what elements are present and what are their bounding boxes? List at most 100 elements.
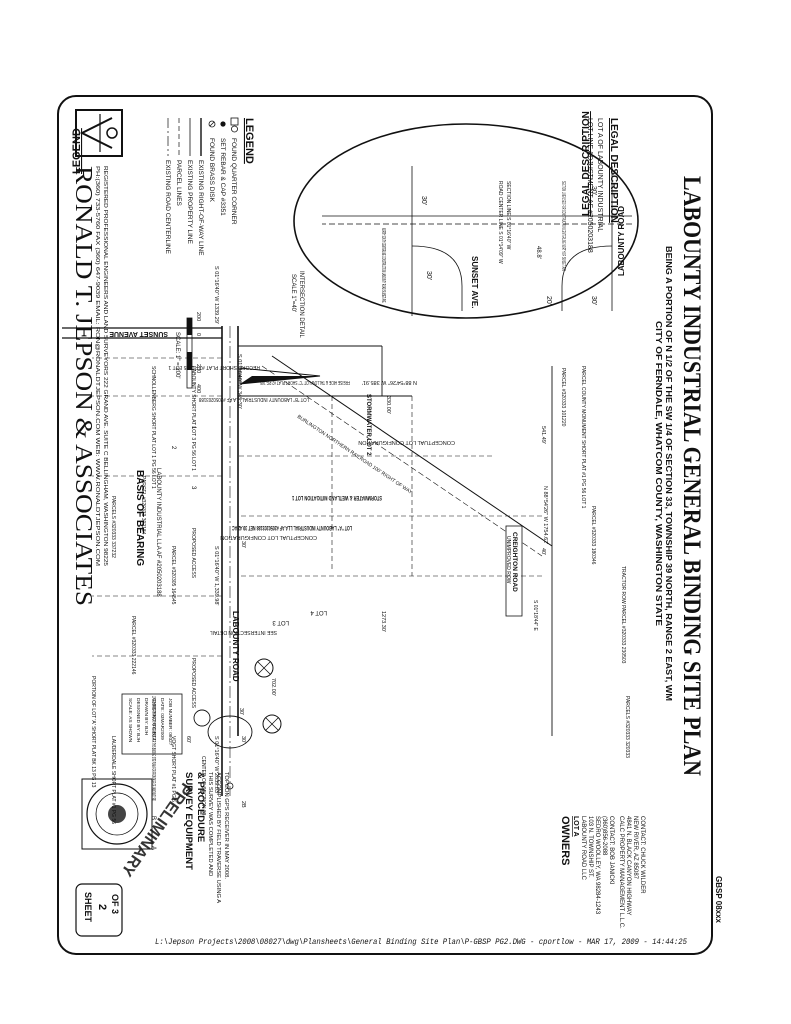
dim-2b: 2B [240,801,246,808]
bearing-lower: S 01°16'40" W 1339.29' [213,266,219,324]
legal-line-1: LOT A OF LABOUNTY INDUSTRIAL [596,118,603,232]
legal-heading: LEGAL DESCRIPTION [581,111,592,216]
sheet-no: 2 [96,904,108,910]
title-block: SCALE: AS SHOWN DESIGNED BY: BJH DRAWN B… [121,693,183,755]
inset-curb [561,245,613,311]
set-intersection: SEE INTERSECTION DETAIL [210,629,277,635]
legend-heading-text: LEGEND [243,118,255,164]
road-word: ROAD [231,658,240,682]
basis-heading: BASIS OF BEARING [134,470,145,566]
title-row-5: JOB NUMBER: 08027 [167,698,173,746]
inset-ellipse [293,123,639,319]
inset-note-2: SECTION LINE S 01°16'40" W [505,181,511,250]
title-row-1: DESIGNED BY: BJH [135,698,141,743]
subtitle-2: CITY OF FERNDALE, WHATCOM COUNTY, WASHIN… [654,321,664,626]
corner-code: GBSP 08xxx [714,876,723,924]
subtitle-1: BEING A PORTION OF N 1/2 OF THE SW 1/4 O… [664,246,674,701]
dim-330: 330.00' [385,396,391,414]
parcel-8: PARCEL #320333 222146 [130,616,136,675]
owners-line-7: NEW RIVER, AZ 85087 [632,816,638,880]
inset-dim-d: 30' [590,296,597,305]
inset-angle: 48.8' [535,246,541,259]
center-of-section: CENTER OF SECTION 33 [200,756,206,816]
dim-30c: 30' [240,541,246,548]
short-plat-3: LAUDERDALE SHORT PLAT #1 PG 56 [110,736,116,824]
parcel-4: PARCEL #320333 180346 [590,506,596,565]
owners-heading: OWNERS [559,816,571,866]
conceptual-2: CONCEPTUAL LOT CONFIGURATION [220,534,317,540]
parcel-9: PARCEL COUNTY MONUMENT SHORT PLAT #1 PG … [580,366,586,509]
creighton-road-box [505,525,523,617]
inset-detail-label: INTERSECTION DETAIL [298,271,304,339]
parcel-1: PARCEL #320305 164545 [170,546,176,605]
dim-30a: 30' [238,708,244,715]
stormwater-1: STORMWATER & WETLAND MITIGATION LOT 1 [292,494,382,500]
lot-3-label: LOT 3 [272,619,289,625]
owners-line-2: SEDRO WOOLLEY, WA 98284-1243 [594,816,600,915]
lot-4-label: LOT 4 [310,609,327,615]
lot-1-bottom: 1 [190,426,196,430]
sheet-number: SHEET 2 OF 3 [75,883,123,937]
survey-line-2: TOPCON GPS RECEIVER IN MAY 2008. [223,772,229,879]
sheet-of: OF 3 [110,894,120,914]
file-path: L:\Jepson Projects\2008\08027\dwg\Plansh… [155,938,687,947]
parcel-5: PARCEL #320333 101220 [560,368,566,427]
legend-item-3: EXISTING RIGHT-OF-WAY LINE [197,160,204,256]
owners-line-5: CALC PROPERTY MANAGEMENT L.L.C. [618,816,624,929]
lot-2-bottom: 2 [170,446,176,450]
inset-curb [411,245,463,311]
north-arrow-icon [239,367,321,385]
inset-detail-scale: SCALE 1"=40' [290,274,296,312]
title-row-4: DATE: 03MAR2009 [159,698,165,740]
owners-line-3: (360)856-2088 [601,816,607,856]
short-plat-4: VOGT SHORT PLAT #1 PG 5 [170,736,176,802]
intersection-circle [262,714,282,734]
lot-b-label: LOT "B" LABOUNTY INDUSTRIAL LLA AF #2050… [199,396,309,402]
lot-3-bottom: 3 [190,486,196,490]
legend-item-1: SET REBAR & CAP #3351 [219,138,226,216]
intersection-x [257,661,271,675]
legend-item-2: FOUND BRASS DISK [208,138,215,203]
bearing-north: N 88°54'26" W 1754.62' [542,486,548,544]
bearing-diag: S 01°18'44" E [532,600,538,632]
legend-item-5: PARCEL LINES [175,160,182,207]
dedication-note: 10' DEDICATED TO THE CITY OF FERNDALE PE… [150,696,156,801]
bearing-upper: S 01°16'40" W 2639.83' [213,736,219,794]
center-of-section-icon [226,782,234,790]
lot-a-bottom: A [150,846,156,850]
owners-line-0: LABOUNTY ROAD LLC [580,816,586,881]
portion-lot: PORTION OF LOT 'A' SHORT PLAT BK 13 PG 1… [90,676,96,788]
inset-road-1: LABOUNTY ROAD [617,206,626,276]
lot-a-label: LOT "A" LABOUNTY INDUSTRIAL LLA AF #2050… [232,524,352,531]
short-plat-1: LABOUNTY SHORT PLAT LOT 3 PG 56 LOT 1 [190,366,196,471]
scale-bar: 200 0 200 400 SCALE: 1" = 200' [174,312,201,393]
creighton-road-label: CREIGHTON ROAD [511,532,518,592]
creighton-road-sub: UNIMPROVED ROW [505,536,511,584]
intersection-circle [193,709,211,727]
professional-seal-icon [81,778,153,850]
sheet-label: SHEET [83,892,93,923]
scale-tick-0: 200 [195,312,201,321]
rotated-sheet: LABOUNTY INDUSTRIAL GENERAL BINDING SITE… [62,109,723,937]
firm-name: RONALD T. JEPSON & ASSOCIATES [70,166,96,606]
inset-note-3: ROAD CENTER LINE S 01°14'09" W [497,181,503,264]
inset-dim-c: 30' [425,271,432,280]
dim-541: 541.49' [540,426,546,444]
proposed-access-2: PROPOSED ACCESS [190,528,196,579]
owners-line-6: 4841 N. BLACK CANYON HIGHWAY [625,816,631,915]
firm-block: RONALD T. JEPSON & ASSOCIATES REGISTERED… [70,109,123,606]
sheet-border [57,95,713,955]
stormwater-2: STORMWATER LOT 2 [365,394,371,456]
owners-block: OWNERS LOT A LABOUNTY ROAD LLC 103 N. TO… [559,816,645,929]
intersection-ellipse [207,715,253,749]
bearing-road: S 01°16'40" W 1,339.98' [213,546,219,605]
inset-dim-e: 20' [545,296,552,305]
scale-label: SCALE: 1" = 200' [174,332,180,378]
inset-dim-b: 30' [420,196,427,205]
survey-note: SURVEY EQUIPMENT & PROCEDURE THIS SURVEY… [183,772,229,903]
owners-line-1: 103 N. TOWNSHIP ST. [587,816,593,878]
parcel-3: TRACTOR ROW PARCEL #320333 230503 [620,566,626,664]
owners-lot-a: LOT A [572,816,579,837]
